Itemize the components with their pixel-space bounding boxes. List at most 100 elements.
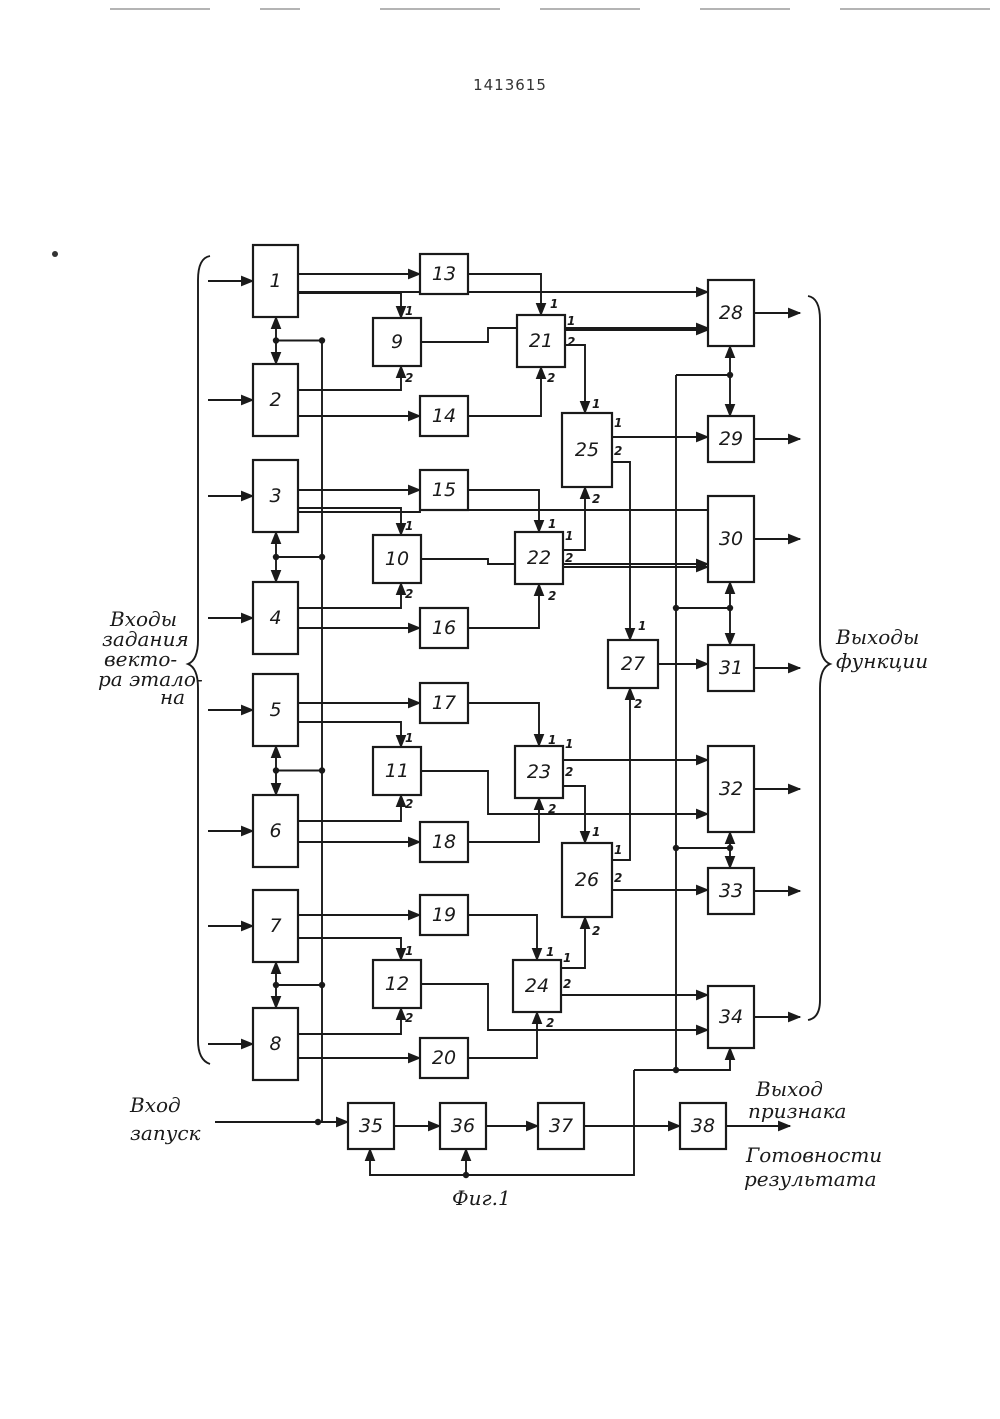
port-label-15: 1 — [546, 945, 554, 959]
block-14-label: 14 — [432, 405, 456, 427]
port-label-21: 1 — [565, 737, 573, 751]
block-30: 30 — [708, 496, 754, 582]
port-label-4: 2 — [405, 587, 413, 601]
wire-32 — [565, 345, 585, 413]
block-14: 14 — [420, 396, 468, 436]
block-13-label: 13 — [432, 263, 456, 285]
wire-3 — [298, 366, 401, 390]
block-11: 11 — [373, 747, 421, 795]
block-9-label: 9 — [391, 331, 403, 353]
block-24-label: 24 — [525, 975, 549, 997]
block-20: 20 — [420, 1038, 468, 1078]
block-18: 18 — [420, 822, 468, 862]
block-19-label: 19 — [432, 904, 456, 926]
wire-19 — [468, 490, 539, 532]
block-20-label: 20 — [432, 1047, 456, 1069]
block-22: 22 — [515, 532, 563, 584]
block-7-label: 7 — [269, 915, 281, 937]
port-label-10: 2 — [547, 371, 555, 385]
port-label-24: 2 — [563, 977, 571, 991]
port-label-12: 2 — [548, 589, 556, 603]
wire-24 — [468, 1012, 537, 1058]
port-label-27: 1 — [592, 825, 600, 839]
block-11-label: 11 — [385, 760, 409, 782]
junction-dot — [727, 372, 733, 378]
figure-caption: Фиг.1 — [452, 1186, 511, 1210]
block-3-label: 3 — [269, 485, 281, 507]
block-36-label: 36 — [451, 1115, 475, 1137]
port-label-17: 1 — [567, 314, 575, 328]
blocks-layer: 1234567891011121314151617181920212223242… — [253, 245, 754, 1149]
block-24: 24 — [513, 960, 561, 1012]
junction-dot — [673, 845, 679, 851]
block-29: 29 — [708, 416, 754, 462]
block-10: 10 — [373, 535, 421, 583]
junction-dot — [727, 845, 733, 851]
block-31: 31 — [708, 645, 754, 691]
block-32-label: 32 — [719, 778, 743, 800]
block-15-label: 15 — [432, 479, 456, 501]
port-label-30: 2 — [614, 444, 622, 458]
outputs-label-line-2: функции — [836, 649, 928, 673]
block-38: 38 — [680, 1103, 726, 1149]
patent-number: 1413615 — [473, 76, 547, 94]
block-1-label: 1 — [269, 270, 281, 292]
block-7: 7 — [253, 890, 298, 962]
scan-dot — [52, 251, 58, 257]
port-label-3: 1 — [405, 519, 413, 533]
block-34-label: 34 — [719, 1006, 743, 1028]
block-19: 19 — [420, 895, 468, 935]
wire-22 — [468, 798, 539, 842]
ready-label-line-1: Выход — [755, 1077, 823, 1101]
inputs-label-line-4: ра этало- — [98, 667, 203, 691]
block-6: 6 — [253, 795, 298, 867]
block-23: 23 — [515, 746, 563, 798]
port-label-18: 2 — [567, 335, 575, 349]
wire-11 — [298, 795, 401, 821]
wire-53 — [370, 1070, 634, 1175]
inputs-brace — [188, 256, 210, 1064]
junction-dot — [463, 1172, 469, 1178]
port-label-14: 2 — [548, 802, 556, 816]
port-label-7: 1 — [405, 944, 413, 958]
wire-30 — [298, 510, 708, 512]
port-label-33: 1 — [638, 619, 646, 633]
wire-21 — [468, 703, 539, 746]
block-4: 4 — [253, 582, 298, 654]
wire-14 — [298, 938, 401, 960]
port-label-2: 2 — [405, 371, 413, 385]
block-35-label: 35 — [359, 1115, 383, 1137]
port-label-20: 2 — [565, 551, 573, 565]
block-9: 9 — [373, 318, 421, 366]
block-27: 27 — [608, 640, 658, 688]
block-6-label: 6 — [269, 820, 281, 842]
outputs-function-label: Выходы функции — [835, 625, 928, 673]
wire-18 — [468, 367, 541, 416]
wire-2 — [298, 293, 401, 318]
block-1: 1 — [253, 245, 298, 317]
inputs-label-line-5: на — [160, 685, 185, 709]
wire-41 — [612, 688, 630, 860]
block-29-label: 29 — [719, 428, 743, 450]
block-13: 13 — [420, 254, 468, 294]
block-5-label: 5 — [269, 699, 281, 721]
block-16: 16 — [420, 608, 468, 648]
outputs-brace — [808, 296, 830, 1020]
junction-dot — [727, 605, 733, 611]
block-3: 3 — [253, 460, 298, 532]
block-37-label: 37 — [549, 1115, 573, 1137]
port-label-31: 1 — [614, 843, 622, 857]
block-5: 5 — [253, 674, 298, 746]
block-12: 12 — [373, 960, 421, 1008]
port-label-11: 1 — [548, 517, 556, 531]
block-25-label: 25 — [575, 439, 599, 461]
block-25: 25 — [562, 413, 612, 487]
block-4-label: 4 — [269, 607, 281, 629]
block-33-label: 33 — [719, 880, 743, 902]
port-label-5: 1 — [405, 731, 413, 745]
port-label-26: 2 — [592, 492, 600, 506]
block-17-label: 17 — [432, 692, 456, 714]
block-27-label: 27 — [621, 653, 645, 675]
ready-output-label: Выход признака Готовности результата — [744, 1077, 882, 1191]
